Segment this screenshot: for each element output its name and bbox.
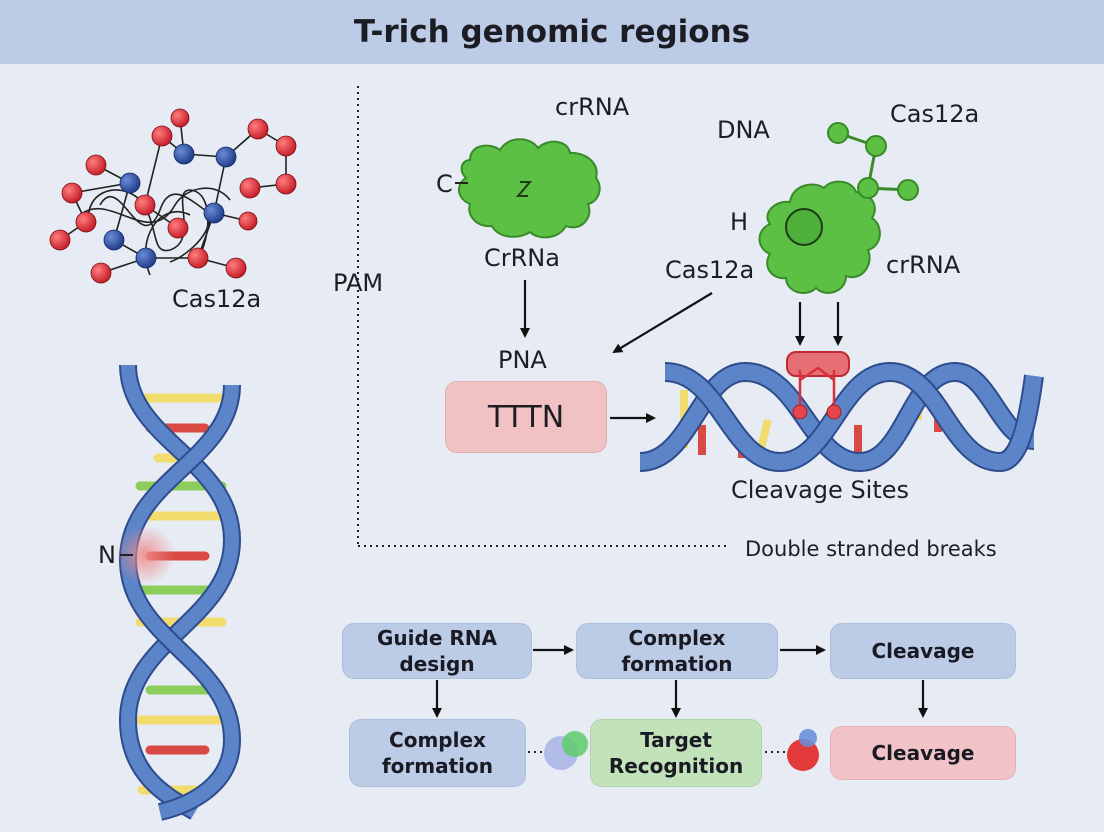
workflow-result-target-recognition: Target Recognition <box>590 719 762 787</box>
workflow-result-complex-formation: Complex formation <box>349 719 526 787</box>
diagram-title: T-rich genomic regions <box>353 14 751 50</box>
title-bar <box>0 0 1104 64</box>
cas12a-atoms-blue <box>103 143 237 269</box>
workflow-result-line1: Cleavage <box>871 741 975 765</box>
cas12a-atoms <box>49 108 297 284</box>
label-c-terminus: C <box>436 170 453 198</box>
workflow-step-guide-rna-design: Guide RNA design <box>342 623 532 679</box>
label-n-terminus: N <box>98 541 116 569</box>
label-double-stranded-breaks: Double stranded breaks <box>745 537 997 561</box>
workflow-result-cleavage: Cleavage <box>830 726 1016 780</box>
label-h: H <box>730 208 749 236</box>
workflow-result-line1: Target <box>640 728 712 752</box>
workflow-arrows <box>432 645 928 718</box>
workflow-step-cleavage: Cleavage <box>830 623 1016 679</box>
crrna-protein-blob <box>455 138 601 239</box>
label-cleavage-sites: Cleavage Sites <box>731 476 910 504</box>
label-cas12a-molecule: Cas12a <box>172 285 262 313</box>
workflow-connectors <box>528 729 819 771</box>
label-crrna-mid: CrRNa <box>484 244 560 272</box>
workflow-result-line2: Recognition <box>608 754 744 778</box>
label-crrna-top: crRNA <box>555 93 630 121</box>
label-crrna-right: crRNA <box>886 251 961 279</box>
workflow-step-label: Guide RNA design <box>377 626 497 676</box>
workflow-result-line2: formation <box>381 754 494 778</box>
cas12a-protein-blob <box>758 122 919 294</box>
workflow-step-label: Cleavage <box>871 639 975 663</box>
workflow-result-line1: Complex <box>389 728 486 752</box>
dotted-frame <box>357 86 728 547</box>
label-pna: PNA <box>498 346 547 374</box>
label-cas12a-top: Cas12a <box>890 100 980 128</box>
label-pam: PAM <box>333 269 384 297</box>
workflow-step-complex-formation: Complex formation <box>576 623 778 679</box>
horizontal-dna-helix <box>638 351 1044 473</box>
workflow-step-label: Complex formation <box>621 626 733 676</box>
label-cas12a-mid: Cas12a <box>665 256 755 284</box>
arrows <box>520 280 843 423</box>
tttn-box: TTTN <box>445 381 607 453</box>
label-dna: DNA <box>717 116 770 144</box>
vertical-dna-helix <box>115 364 242 821</box>
